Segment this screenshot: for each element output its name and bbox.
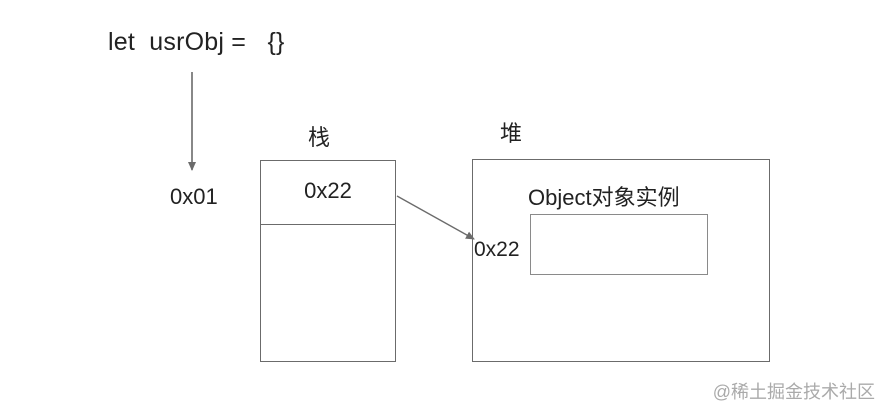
stack-cell-value: 0x22 <box>261 161 395 225</box>
stack-to-heap-arrow <box>396 195 475 240</box>
code-declaration: let usrObj = {} <box>108 28 285 56</box>
heap-object-instance-box <box>530 214 708 275</box>
heap-object-address: 0x22 <box>474 238 520 261</box>
stack-label: 栈 <box>308 125 331 150</box>
variable-address: 0x01 <box>170 184 218 209</box>
watermark: @稀土掘金技术社区 <box>712 382 875 402</box>
heap-label: 堆 <box>500 121 523 146</box>
heap-object-title: Object对象实例 <box>528 185 680 210</box>
heap-box <box>472 159 770 362</box>
stack-box: 0x22 <box>260 160 396 362</box>
